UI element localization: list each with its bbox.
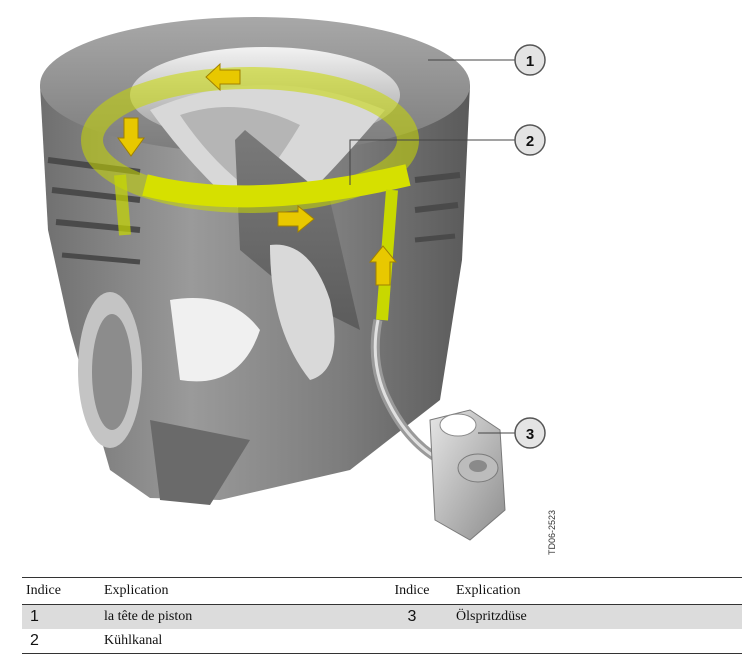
row-2-left-index: 2 [22,629,100,654]
callout-3-label: 3 [526,426,534,443]
legend-row: 1 la tête de piston 3 Ölspritzdüse [22,604,742,629]
callout-2-label: 2 [526,133,534,150]
figure-code: TD06-2523 [547,510,557,555]
callout-1-label: 1 [526,53,534,70]
header-explanation-1: Explication [100,577,372,605]
row-1-right-index: 3 [372,604,452,629]
row-1-left-text: la tête de piston [100,604,372,629]
oil-spray-nozzle [370,319,506,541]
legend-header-row: Indice Explication Indice Explication [22,577,742,605]
legend-row: 2 Kühlkanal [22,629,742,654]
row-2-left-text: Kühlkanal [100,629,372,654]
row-2-right-index [372,629,452,654]
row-1-right-text: Ölspritzdüse [452,604,742,629]
piston-cooling-illustration: 1 2 3 TD06-2523 [40,17,557,555]
callout-2: 2 [349,124,546,185]
header-explanation-2: Explication [452,577,742,605]
arrow-up-icon [368,245,398,286]
row-1-left-index: 1 [22,604,100,629]
legend-table: Indice Explication Indice Explication 1 … [22,577,742,654]
oil-flow-arrows [117,62,398,286]
header-index-1: Indice [22,577,100,605]
row-2-right-text [452,629,742,654]
callout-1: 1 [428,44,546,76]
header-index-2: Indice [372,577,452,605]
arrow-right-icon [277,204,315,234]
callout-3: 3 [478,417,546,449]
arrow-down-icon [117,117,145,157]
arrow-left-icon [205,62,241,92]
